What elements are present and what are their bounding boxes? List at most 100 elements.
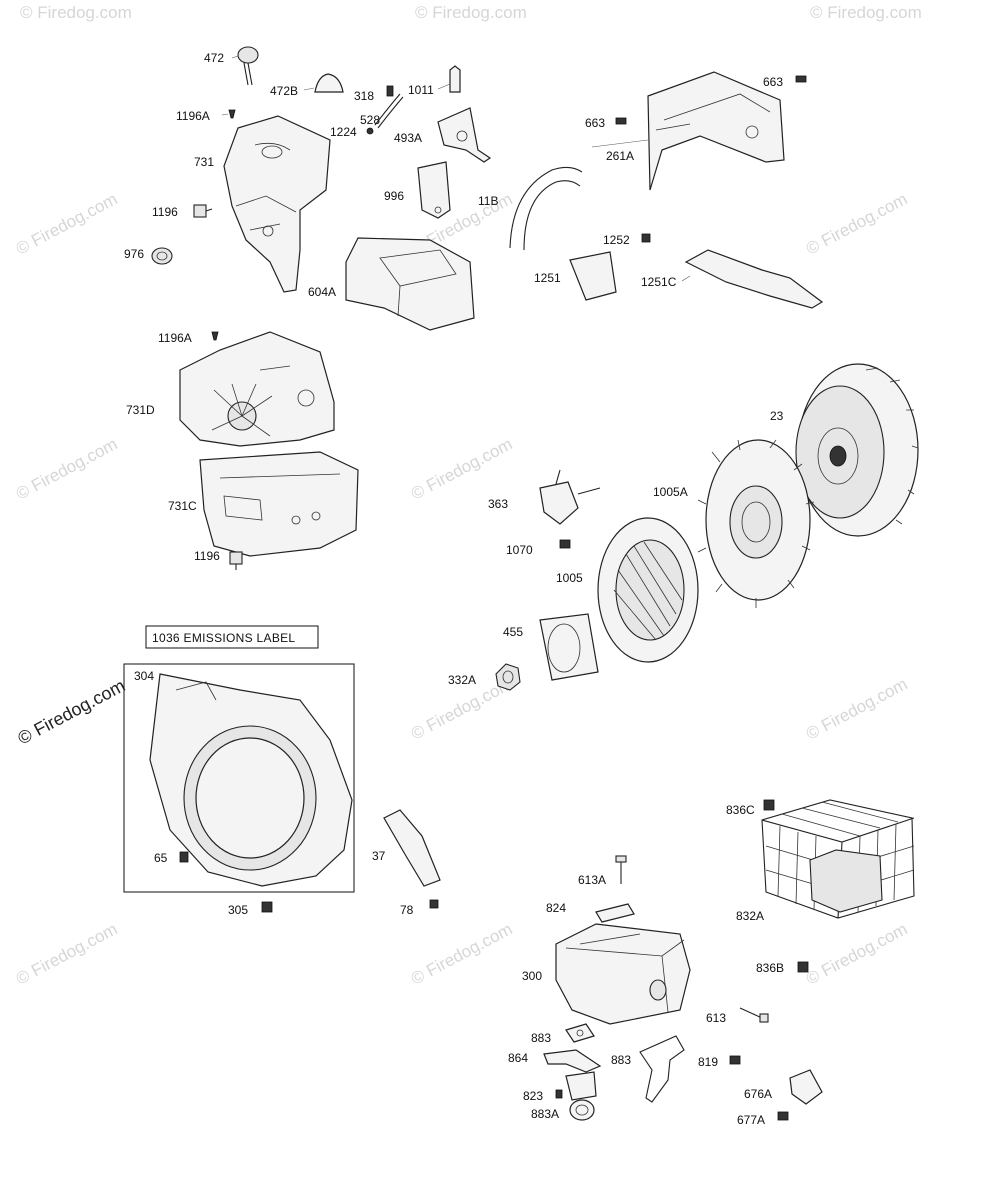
part-label: 677A: [737, 1113, 765, 1127]
part-label: 996: [384, 189, 404, 203]
part-604A-shroud: [345, 237, 475, 331]
watermark: © Firedog.com: [13, 189, 121, 258]
part-472B-cap: [314, 73, 344, 93]
part-1196A-screw-top: [228, 109, 236, 119]
part-label: 305: [228, 903, 248, 917]
part-label: 1005A: [653, 485, 688, 499]
part-663-screw-b: [795, 75, 807, 83]
part-label: 731: [194, 155, 214, 169]
watermark: © Firedog.com: [803, 674, 911, 743]
part-1251-plate: [569, 251, 617, 301]
part-1070-screw: [559, 539, 571, 549]
part-label: 1196: [152, 205, 178, 219]
part-label: 455: [503, 625, 523, 639]
part-883A-gasket: [569, 1099, 595, 1121]
part-label: 1251: [534, 271, 561, 285]
part-label: 819: [698, 1055, 718, 1069]
part-label: 304: [134, 669, 154, 683]
part-label: 1251C: [641, 275, 677, 289]
part-label: 883: [611, 1053, 631, 1067]
part-455-cup: [539, 613, 599, 681]
watermark: © Firedog.com: [20, 3, 132, 22]
part-731-control-bracket: [223, 115, 331, 293]
part-1005-rotating-screen: [597, 517, 699, 663]
part-label: 1252: [603, 233, 630, 247]
part-472-throttle-knob: [237, 46, 259, 86]
part-832A-muffler-guard: [761, 799, 915, 919]
part-label: 318: [354, 89, 374, 103]
part-label: 1224: [330, 125, 357, 139]
part-976-knob: [151, 247, 173, 265]
part-label: 1011: [408, 83, 434, 97]
part-label: 836B: [756, 961, 784, 975]
part-1005A-fan: [697, 439, 815, 608]
part-37-guard: [383, 809, 441, 887]
part-labels: 472 472B 318 1011 528 1224 493A 1196A 73…: [124, 51, 784, 1127]
part-819-screw: [729, 1055, 741, 1065]
part-label: 1196: [194, 549, 220, 563]
part-23-flywheel: [795, 363, 919, 537]
part-label: 731C: [168, 499, 197, 513]
part-label: 613A: [578, 873, 606, 887]
part-996-plate: [417, 161, 451, 219]
part-label: 528: [360, 113, 380, 127]
part-label: 832A: [736, 909, 764, 923]
part-883-gasket-a: [565, 1023, 595, 1043]
part-1196-switch-mid: [229, 551, 243, 570]
part-label: 65: [154, 851, 168, 865]
part-label: 613: [706, 1011, 726, 1025]
part-305-screw: [261, 901, 273, 913]
part-1252-screw: [641, 233, 651, 243]
watermark: © Firedog.com: [408, 434, 516, 503]
part-label: 261A: [606, 149, 634, 163]
part-label: 363: [488, 497, 508, 511]
part-label: 472B: [270, 84, 298, 98]
part-label: 604A: [308, 285, 336, 299]
part-261A-shield: [647, 71, 785, 191]
part-1251C-link: [684, 249, 824, 309]
blower-housing-frame: [123, 663, 355, 893]
part-label: 1005: [556, 571, 583, 585]
part-363-bracket: [539, 469, 601, 525]
part-label: 332A: [448, 673, 476, 687]
emissions-label-text: 1036 EMISSIONS LABEL: [152, 631, 295, 645]
part-304-blower-housing: [149, 673, 353, 887]
part-label: 300: [522, 969, 542, 983]
part-label: 676A: [744, 1087, 772, 1101]
part-864-adapter: [543, 1049, 602, 1073]
part-1196A-screw-mid: [211, 331, 219, 341]
part-1224-clip: [366, 127, 374, 135]
part-1196-switch-top: [193, 204, 213, 218]
part-731C-cover: [199, 451, 359, 557]
part-elbow-pipe: [565, 1071, 597, 1101]
part-663-screw-a: [615, 117, 627, 125]
part-676A-deflector: [789, 1069, 823, 1105]
part-883-bracket-b: [639, 1035, 685, 1103]
part-label: 663: [585, 116, 605, 130]
watermark-main: © Firedog.com: [14, 675, 128, 748]
part-label: 883A: [531, 1107, 559, 1121]
part-label: 731D: [126, 403, 155, 417]
part-label: 864: [508, 1051, 528, 1065]
part-label: 11B: [478, 194, 498, 208]
part-824-plate: [595, 903, 635, 923]
part-1011-fitting: [449, 65, 461, 93]
part-613A-bolt: [615, 855, 627, 884]
part-label: 1070: [506, 543, 533, 557]
emissions-label-box: 1036 EMISSIONS LABEL: [145, 625, 319, 649]
part-528-hose: [374, 93, 404, 129]
part-label: 493A: [394, 131, 422, 145]
part-label: 37: [372, 849, 386, 863]
watermark: © Firedog.com: [803, 189, 911, 258]
part-65-screw: [179, 851, 189, 863]
part-731D-blower-housing: [179, 331, 335, 447]
part-label: 836C: [726, 803, 755, 817]
part-label: 976: [124, 247, 144, 261]
part-label: 472: [204, 51, 224, 65]
part-78-screw: [429, 899, 439, 909]
part-677A-screw: [777, 1111, 789, 1121]
watermark: © Firedog.com: [415, 3, 527, 22]
part-label: 824: [546, 901, 566, 915]
part-318-screw: [386, 85, 394, 97]
